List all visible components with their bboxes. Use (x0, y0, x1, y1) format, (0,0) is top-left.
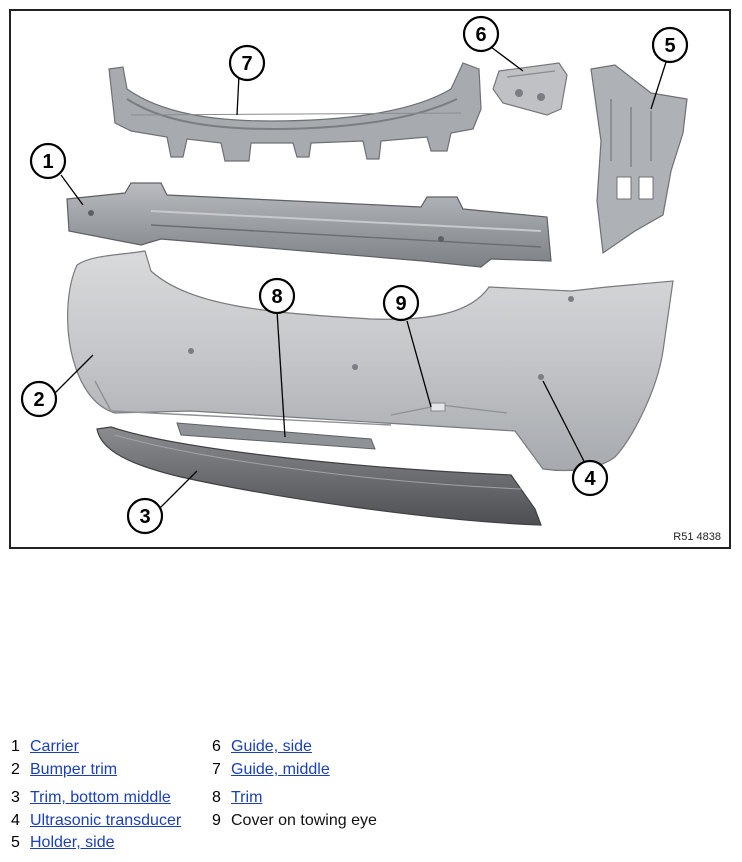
part-bumper-trim (67, 250, 674, 472)
legend-item-number: 7 (212, 761, 221, 778)
legend-item-3: 3 Trim, bottom middle (11, 789, 171, 807)
callout-8: 8 (258, 277, 296, 315)
legend-item-number: 5 (11, 834, 20, 851)
svg-text:6: 6 (475, 24, 486, 46)
callout-9: 9 (382, 284, 420, 322)
diagram-drawing: 1 2 3 4 5 6 7 8 (20, 15, 689, 535)
legend-item-number: 3 (11, 789, 20, 806)
leader-7 (236, 74, 240, 116)
leader-4 (542, 380, 590, 472)
legend-item-number: 4 (11, 812, 20, 829)
leader-6 (490, 46, 524, 72)
leader-3 (158, 470, 198, 510)
legend-item-number: 1 (11, 738, 20, 755)
legend-link-holder-side[interactable]: Holder, side (30, 834, 115, 851)
leader-1 (60, 174, 84, 206)
legend-link-bumper-trim[interactable]: Bumper trim (30, 761, 118, 778)
legend-item-7: 7 Guide, middle (212, 761, 330, 779)
part-guide-middle (108, 62, 482, 162)
part-carrier (66, 182, 552, 268)
part-trim-bottom-middle (96, 426, 542, 526)
legend-link-ultrasonic-transducer[interactable]: Ultrasonic transducer (30, 812, 182, 829)
svg-text:2: 2 (33, 389, 44, 411)
legend-link-carrier[interactable]: Carrier (30, 738, 79, 755)
svg-text:7: 7 (241, 53, 252, 75)
part-guide-side (492, 62, 568, 116)
leader-9 (406, 320, 432, 408)
part-trim (176, 422, 376, 450)
callout-6: 6 (462, 15, 500, 53)
leader-lines (52, 46, 668, 510)
legend-link-guide-middle[interactable]: Guide, middle (231, 761, 330, 778)
leader-8 (276, 310, 286, 438)
legend-link-guide-side[interactable]: Guide, side (231, 738, 312, 755)
legend-text-cover-on-towing-eye: Cover on towing eye (231, 812, 377, 829)
figure-reference-code: R51 4838 (673, 531, 721, 543)
svg-text:8: 8 (271, 286, 282, 308)
callout-4: 4 (571, 459, 609, 497)
callout-3: 3 (126, 497, 164, 535)
exploded-parts-diagram: 1 2 3 4 5 6 7 8 (9, 9, 731, 549)
parts-legend: 1 Carrier 2 Bumper trim 3 Trim, bottom midd… (11, 736, 731, 856)
callout-1: 1 (29, 142, 67, 180)
legend-item-2: 2 Bumper trim (11, 761, 117, 779)
legend-item-number: 6 (212, 738, 221, 755)
callout-7: 7 (228, 44, 266, 82)
svg-text:3: 3 (139, 506, 150, 528)
part-holder-side (590, 64, 688, 255)
legend-item-4: 4 Ultrasonic transducer (11, 812, 181, 830)
legend-item-9: 9 Cover on towing eye (212, 812, 377, 830)
legend-item-8: 8 Trim (212, 789, 262, 807)
legend-item-number: 9 (212, 812, 221, 829)
leader-5 (650, 58, 668, 110)
callout-2: 2 (20, 380, 58, 418)
leader-2 (52, 354, 94, 396)
legend-item-6: 6 Guide, side (212, 738, 312, 756)
legend-item-number: 2 (11, 761, 20, 778)
svg-text:5: 5 (664, 35, 675, 57)
svg-text:1: 1 (42, 151, 53, 173)
svg-text:9: 9 (395, 293, 406, 315)
legend-item-number: 8 (212, 789, 221, 806)
svg-text:4: 4 (584, 468, 596, 490)
legend-item-1: 1 Carrier (11, 738, 79, 756)
legend-link-trim-bottom-middle[interactable]: Trim, bottom middle (30, 789, 171, 806)
legend-link-trim[interactable]: Trim (231, 789, 263, 806)
callout-5: 5 (651, 26, 689, 64)
legend-item-5: 5 Holder, side (11, 834, 115, 852)
